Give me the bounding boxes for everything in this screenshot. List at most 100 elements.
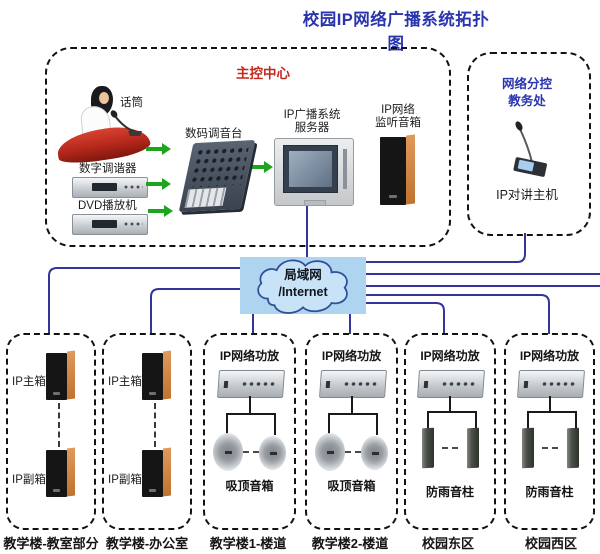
column-speaker-icon xyxy=(467,427,479,469)
speaker-side xyxy=(406,134,415,205)
speaker-link-dashed xyxy=(154,403,156,447)
speaker-side xyxy=(163,447,171,497)
cloud-label-line2: /Internet xyxy=(278,284,328,299)
speaker-link-dashed xyxy=(345,451,361,453)
zone-box-building1: IP网络功放 吸顶音箱 xyxy=(203,333,296,530)
server-foot xyxy=(304,200,326,206)
sub-speaker-label: IP副箱 xyxy=(108,474,142,486)
sub-control-box xyxy=(467,52,591,236)
intercom-device xyxy=(513,121,547,177)
zone-caption-building1: 教学楼1-楼道 xyxy=(209,536,287,551)
speaker-link-dashed xyxy=(58,403,60,447)
zone-caption-campus-west: 校园西区 xyxy=(524,536,577,551)
amp-label: IP网络功放 xyxy=(420,349,480,363)
ceiling-speaker-icon xyxy=(315,433,345,471)
server-label-line2: 服务器 xyxy=(294,122,330,135)
sub-control-label-line1: 网络分控 xyxy=(501,77,552,91)
zone-caption-campus-east: 校园东区 xyxy=(421,536,474,551)
amplifier-device xyxy=(517,370,585,398)
arrow-desk-to-mixer xyxy=(146,143,171,155)
amplifier-device xyxy=(217,370,285,398)
speaker-side xyxy=(163,350,171,400)
column-speaker-icon xyxy=(567,427,579,469)
zone-caption-classrooms: 教学楼-教室部分 xyxy=(3,536,99,551)
amp-wire-bracket xyxy=(527,411,577,430)
amp-wire-stem xyxy=(351,396,353,413)
amplifier-device xyxy=(319,370,387,398)
server-screen xyxy=(283,145,338,193)
ceiling-speaker-label: 吸顶音箱 xyxy=(327,479,376,493)
mixer-label: 数码调音台 xyxy=(185,128,243,140)
arrow-mixer-to-server xyxy=(250,161,273,173)
arrow-tuner-to-mixer xyxy=(146,178,171,190)
speaker-port xyxy=(149,392,156,395)
amp-wire-stem xyxy=(549,396,551,411)
operator-face xyxy=(99,92,109,104)
amplifier-device xyxy=(417,370,485,398)
sub-control-label: 网络分控 教务处 xyxy=(467,76,587,110)
zone-box-classrooms: IP主箱 IP副箱 xyxy=(6,333,96,530)
speaker-side xyxy=(67,447,75,497)
column-speaker-label: 防雨音柱 xyxy=(425,485,474,499)
column-speaker-icon xyxy=(522,427,534,469)
main-speaker-label: IP主箱 xyxy=(12,376,46,388)
ceiling-speaker-icon xyxy=(361,436,388,470)
speaker-port xyxy=(389,195,397,198)
amp-wire-bracket xyxy=(226,413,276,435)
zone-caption-offices: 教学楼-办公室 xyxy=(105,536,189,551)
column-speaker-icon xyxy=(422,427,434,469)
sub-speaker-device xyxy=(46,447,76,498)
dvd-label: DVD播放机 xyxy=(78,200,137,212)
zone-box-offices: IP主箱 IP副箱 xyxy=(102,333,192,530)
speaker-link-dashed xyxy=(442,447,458,449)
dvd-player-device xyxy=(72,214,148,235)
lan-cloud: 局域网 /Internet xyxy=(240,257,366,314)
speaker-front xyxy=(142,353,163,400)
monitor-label-line2: 监听音箱 xyxy=(375,117,421,130)
monitor-speaker-label: IP网络 监听音箱 xyxy=(366,104,430,130)
arrow-dvd-to-mixer xyxy=(148,205,173,217)
speaker-front xyxy=(142,450,163,497)
ceiling-speaker-icon xyxy=(259,436,286,470)
intercom-label: IP对讲主机 xyxy=(496,188,558,202)
monitor-label-line1: IP网络 xyxy=(381,104,415,116)
speaker-center-dot xyxy=(327,451,334,454)
amp-wire-bracket xyxy=(427,411,477,430)
ceiling-speaker-icon xyxy=(213,433,243,471)
speaker-front xyxy=(46,450,67,497)
speaker-front xyxy=(46,353,67,400)
speaker-center-dot xyxy=(269,452,277,455)
amp-label: IP网络功放 xyxy=(519,349,580,363)
sub-control-label-line2: 教务处 xyxy=(508,93,546,108)
speaker-center-dot xyxy=(371,452,379,455)
zone-box-building2: IP网络功放 吸顶音箱 xyxy=(305,333,398,530)
cloud-label: 局域网 /Internet xyxy=(240,267,366,301)
speaker-center-dot xyxy=(225,451,232,454)
zone-box-campus-east: IP网络功放 防雨音柱 xyxy=(404,333,496,530)
amp-wire-bracket xyxy=(328,413,378,435)
amp-wire-stem xyxy=(449,396,451,411)
amp-wire-stem xyxy=(249,396,251,413)
speaker-link-dashed xyxy=(542,447,558,449)
speaker-side xyxy=(67,350,75,400)
ceiling-speaker-label: 吸顶音箱 xyxy=(225,479,274,493)
sub-speaker-label: IP副箱 xyxy=(12,474,46,486)
monitor-speaker-device xyxy=(380,134,416,207)
tuner-label: 数字调谐器 xyxy=(79,163,137,175)
main-speaker-label: IP主箱 xyxy=(108,376,142,388)
mic-label: 话筒 xyxy=(120,97,143,109)
zone-box-campus-west: IP网络功放 防雨音柱 xyxy=(504,333,595,530)
cloud-icon xyxy=(257,259,348,314)
server-slot xyxy=(343,149,347,189)
main-speaker-device xyxy=(46,350,76,401)
column-speaker-label: 防雨音柱 xyxy=(525,485,574,499)
speaker-port xyxy=(53,489,60,492)
speaker-link-dashed xyxy=(243,451,259,453)
server-device xyxy=(274,138,354,206)
main-control-box xyxy=(45,47,451,247)
main-control-label: 主控中心 xyxy=(236,66,290,81)
microphone-icon xyxy=(110,110,142,136)
zone-caption-building2: 教学楼2-楼道 xyxy=(311,536,389,551)
